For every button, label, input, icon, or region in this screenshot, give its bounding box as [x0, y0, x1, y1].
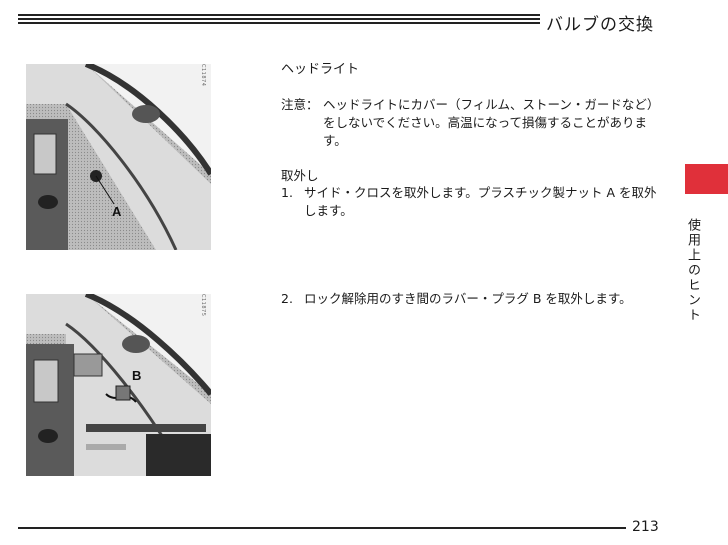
- procedure-heading: 取外し: [281, 168, 319, 183]
- figure-side-cross-nut: A: [26, 64, 211, 250]
- step-item: 2. ロック解除用のすき間のラバー・プラグ B を取外します。: [281, 290, 661, 308]
- callout-a: A: [112, 204, 122, 219]
- header-rules: [18, 14, 540, 28]
- chapter-tab-marker: [685, 164, 728, 194]
- callout-b: B: [132, 368, 141, 383]
- step-item: 1. サイド・クロスを取外します。プラスチック製ナット A を取外します。: [281, 184, 661, 220]
- trunk-illustration-2: B: [26, 294, 211, 476]
- section-title: ヘッドライト: [281, 62, 360, 77]
- chapter-title: バルブの交換: [546, 15, 654, 35]
- step-number: 2.: [281, 291, 293, 306]
- caution-text: ヘッドライトにカバー（フィルム、ストーン・ガードなど）をしないでください。高温に…: [323, 97, 660, 148]
- caution-note: 注意： ヘッドライトにカバー（フィルム、ストーン・ガードなど）をしないでください…: [281, 96, 661, 150]
- step-text: ロック解除用のすき間のラバー・プラグ B を取外します。: [304, 291, 632, 306]
- chapter-tab-label: 使用上のヒント: [685, 218, 700, 323]
- figure-rubber-plug: B: [26, 294, 211, 476]
- figure-code: C11875: [200, 294, 206, 317]
- trunk-illustration-1: A: [26, 64, 211, 250]
- page-number: 213: [632, 519, 659, 535]
- step-text: サイド・クロスを取外します。プラスチック製ナット A を取外します。: [304, 185, 657, 218]
- step-number: 1.: [281, 185, 293, 200]
- figure-code: C11874: [200, 64, 206, 87]
- caution-label: 注意：: [281, 97, 319, 112]
- footer-rule: [18, 527, 626, 529]
